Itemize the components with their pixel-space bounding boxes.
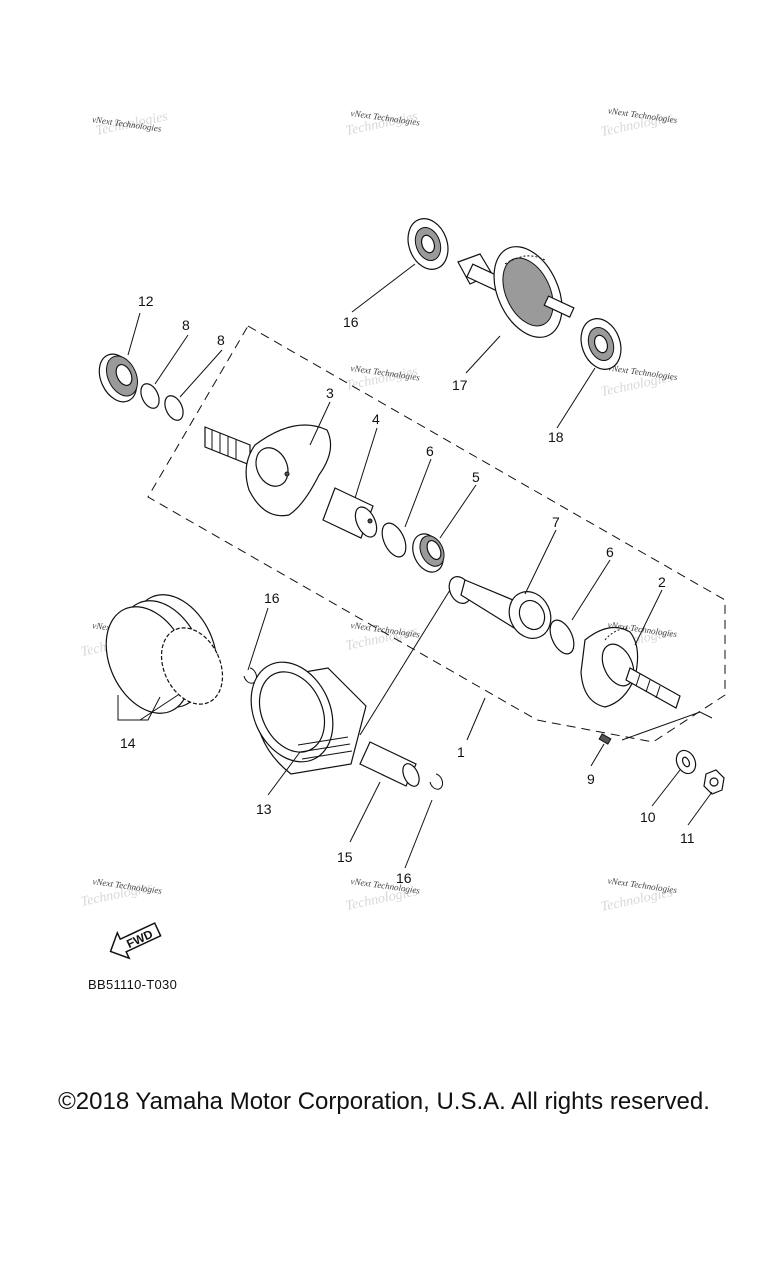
callout-18: 16 [343, 314, 359, 330]
callout-15: 15 [337, 849, 353, 865]
circlip-16b-illustration [429, 773, 444, 790]
callout-16b: 16 [396, 870, 412, 886]
oil-seal-12-illustration [98, 353, 138, 403]
nut-11-illustration [703, 769, 725, 795]
piston-rings-14-illustration [105, 594, 224, 714]
callout-1: 1 [457, 744, 465, 760]
callout-17: 17 [452, 377, 468, 393]
callout-6: 6 [426, 443, 434, 459]
callout-11: 11 [680, 830, 695, 846]
copyright-notice: ©2018 Yamaha Motor Corporation, U.S.A. A… [58, 1088, 710, 1115]
bearing-19-illustration [580, 318, 622, 370]
needle-bearing-5-illustration [412, 533, 445, 573]
crank-pin-4-illustration [322, 487, 378, 539]
crank-half-2-illustration [580, 626, 681, 709]
callout-14: 14 [120, 735, 136, 751]
callout-2: 2 [658, 574, 666, 590]
washer-10-illustration [675, 749, 697, 775]
callout-6b: 6 [606, 544, 614, 560]
diagram-code: BB51110-T030 [88, 977, 178, 992]
callout-13: 13 [256, 801, 272, 817]
callout-3: 3 [326, 385, 334, 401]
callout-9: 9 [587, 771, 595, 787]
connecting-rod-7-illustration [448, 576, 552, 639]
piston-13-illustration [250, 661, 367, 775]
bearing-18-illustration [407, 218, 449, 270]
callout-8b: 8 [217, 332, 225, 348]
leader-lines [117, 263, 713, 869]
thrust-washer-6-illustration [381, 522, 407, 558]
crank-half-3-illustration [204, 424, 332, 517]
callout-19: 18 [548, 429, 564, 445]
callout-16: 16 [264, 590, 280, 606]
svg-text:FWD: FWD [124, 927, 155, 951]
callouts: 12 8 8 16 17 18 3 4 6 5 7 6 2 16 14 1 9 … [120, 293, 695, 886]
callout-4: 4 [372, 411, 380, 427]
callout-8: 8 [182, 317, 190, 333]
callout-5: 5 [472, 469, 480, 485]
key-9-illustration [598, 733, 612, 745]
fwd-arrow-icon: FWD [109, 922, 162, 960]
callout-10: 10 [640, 809, 656, 825]
piston-pin-15-illustration [359, 741, 420, 787]
balancer-shaft-17-illustration [457, 246, 575, 338]
crankshaft-assembly-outline [147, 325, 726, 743]
callout-12: 12 [138, 293, 154, 309]
washers-8-illustration [140, 383, 184, 421]
callout-7: 7 [552, 514, 560, 530]
thrust-washer-6b-illustration [549, 619, 575, 655]
